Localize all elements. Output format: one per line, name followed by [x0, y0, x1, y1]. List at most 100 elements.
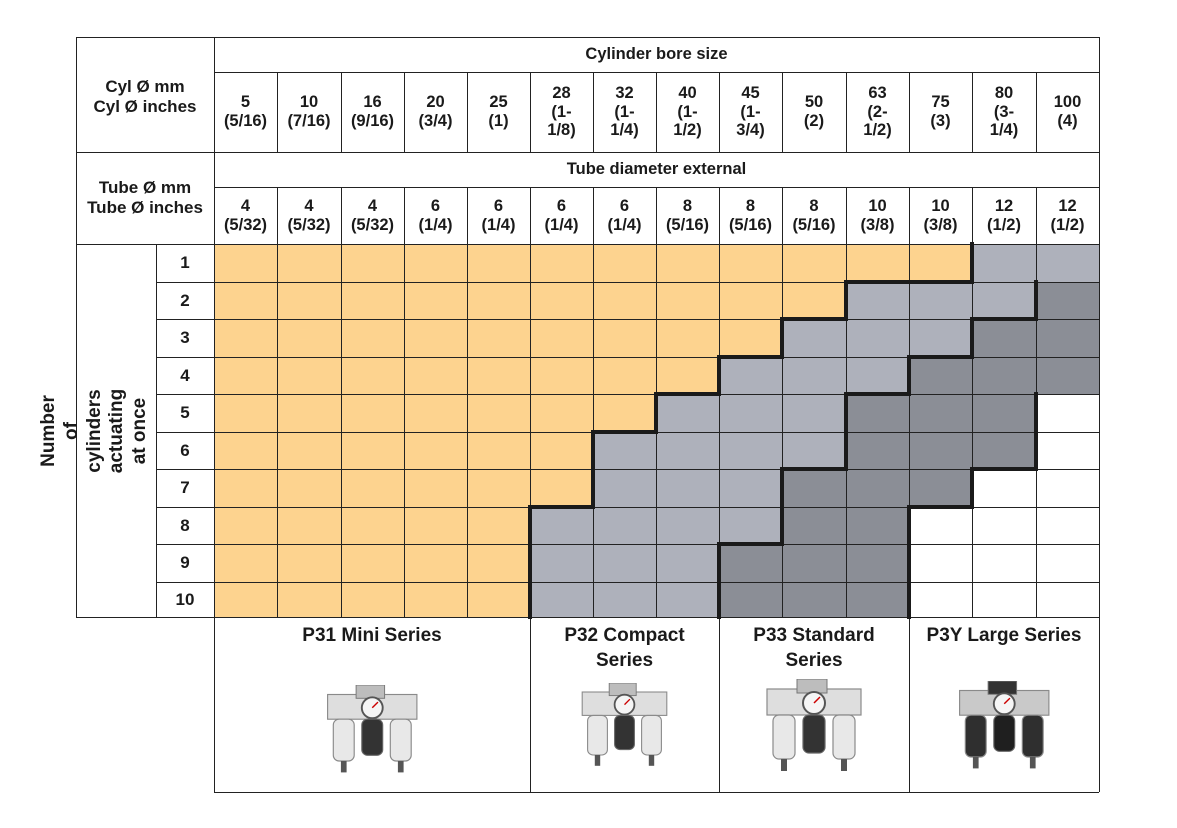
cell-fill — [1036, 357, 1099, 394]
cell-fill — [719, 282, 782, 319]
cell-fill — [846, 507, 909, 544]
cell-fill — [846, 319, 909, 357]
bore-size-header: 32 (1- 1/4) — [610, 83, 639, 140]
cell-fill — [404, 544, 467, 582]
row-line — [156, 318, 1099, 320]
cell-fill — [277, 582, 341, 617]
cell-fill — [656, 432, 719, 469]
col-line — [403, 187, 405, 617]
row-line — [156, 393, 1099, 395]
cell-fill — [404, 282, 467, 319]
p3y-product-icon — [958, 681, 1050, 769]
cell-fill — [972, 357, 1036, 394]
col-line — [592, 187, 594, 617]
cell-fill — [341, 319, 404, 357]
cylinder-count-label: 2 — [180, 290, 190, 310]
cell-fill — [214, 282, 277, 319]
col-line — [340, 72, 342, 152]
cell-fill — [530, 319, 593, 357]
cell-fill — [467, 507, 530, 544]
cylinder-count-label: 10 — [175, 589, 195, 609]
p32-series-title: P32 Compact Series — [564, 625, 685, 671]
row-line — [156, 356, 1099, 358]
cell-fill — [593, 544, 656, 582]
cell-fill — [719, 432, 782, 469]
cell-fill — [593, 469, 656, 507]
frame-top-line — [214, 36, 1099, 38]
cell-fill — [404, 244, 467, 282]
cell-fill — [341, 282, 404, 319]
cylinder-count-label: 5 — [180, 403, 190, 423]
cell-fill — [530, 357, 593, 394]
cell-fill — [593, 394, 656, 432]
p3y-series-title: P3Y Large Series — [926, 625, 1082, 646]
cell-fill — [467, 582, 530, 617]
cell-fill — [782, 582, 846, 617]
cell-fill — [593, 319, 656, 357]
cell-fill — [656, 244, 719, 282]
cell-fill — [909, 432, 972, 469]
cell-fill — [341, 582, 404, 617]
cell-fill — [782, 319, 846, 357]
tube-diameter-header: 6 (1/4) — [481, 196, 516, 234]
cell-fill — [972, 394, 1036, 432]
bore-size-header: 40 (1- 1/2) — [673, 83, 702, 140]
cell-fill — [782, 394, 846, 432]
cell-fill — [972, 319, 1036, 357]
cell-fill — [530, 544, 593, 582]
cell-fill — [782, 469, 846, 507]
cylinder-count-label: 8 — [180, 515, 190, 535]
col-line — [466, 72, 468, 152]
cell-fill — [782, 432, 846, 469]
tube-diameter-title: Tube diameter external — [566, 160, 747, 179]
cell-fill — [277, 357, 341, 394]
cylinder-count-label: 1 — [180, 253, 190, 273]
tube-diameter-header: 12 (1/2) — [987, 196, 1021, 234]
cell-fill — [467, 432, 530, 469]
cell-fill — [530, 582, 593, 617]
cell-fill — [404, 582, 467, 617]
frame-top-left-line — [76, 36, 214, 38]
cell-fill — [719, 469, 782, 507]
cell-fill — [277, 319, 341, 357]
cell-fill — [593, 432, 656, 469]
p31-series-title: P31 Mini Series — [302, 625, 442, 646]
cylinder-count-label: 6 — [180, 440, 190, 460]
cell-fill — [404, 507, 467, 544]
tube-diameter-header: 4 (5/32) — [223, 196, 268, 234]
col-line — [466, 187, 468, 617]
cell-fill — [909, 469, 972, 507]
cell-fill — [341, 394, 404, 432]
cylinder-count-label: 4 — [180, 365, 190, 385]
col-line — [971, 72, 973, 152]
bore-size-header: 10 (7/16) — [287, 93, 331, 130]
bore-bottom-line — [76, 151, 1099, 153]
row-line — [156, 581, 1099, 583]
cell-fill — [972, 244, 1036, 282]
cell-fill — [404, 469, 467, 507]
row-line — [156, 281, 1099, 283]
bore-size-header: 28 (1- 1/8) — [547, 83, 576, 140]
bore-size-header: 45 (1- 3/4) — [736, 83, 765, 140]
tube-diameter-header: 6 (1/4) — [418, 196, 453, 234]
cell-fill — [277, 469, 341, 507]
cell-fill — [782, 244, 846, 282]
cell-fill — [341, 544, 404, 582]
bore-size-header: 20 (3/4) — [418, 93, 453, 130]
col-line — [276, 187, 278, 617]
cell-fill — [341, 244, 404, 282]
frame-right-line — [1098, 37, 1100, 792]
col-line — [908, 187, 910, 617]
tube-diameter-header: 6 (1/4) — [607, 196, 642, 234]
series-divider — [908, 617, 910, 792]
bore-size-header: 25 (1) — [488, 93, 509, 130]
cell-fill — [277, 244, 341, 282]
tube-diameter-header: 6 (1/4) — [544, 196, 579, 234]
cell-fill — [719, 544, 782, 582]
cell-fill — [277, 544, 341, 582]
bore-size-header: 16 (9/16) — [350, 93, 395, 130]
cell-fill — [593, 507, 656, 544]
tube-diameter-header: 4 (5/32) — [350, 196, 395, 234]
cell-fill — [530, 282, 593, 319]
cell-fill — [719, 319, 782, 357]
